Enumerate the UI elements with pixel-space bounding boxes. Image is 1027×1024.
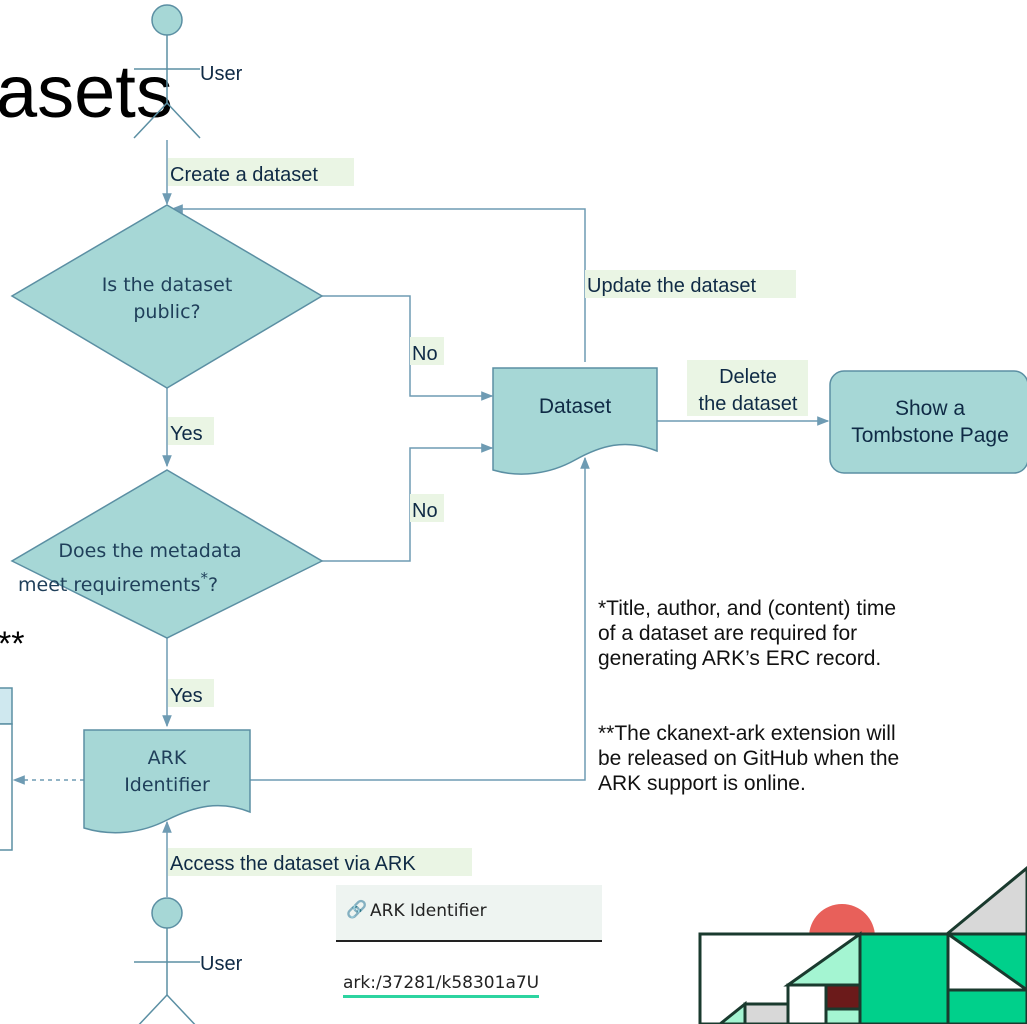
actor-user-bottom: [134, 897, 200, 1024]
ark-node-line1: ARK: [148, 747, 187, 769]
edge-update: [170, 204, 586, 362]
actor-user-top: [133, 4, 201, 139]
dataset-label: Dataset: [539, 395, 612, 418]
edge-label-create: Create a dataset: [168, 158, 354, 186]
note-ckanext-line2: be released on GitHub when the: [598, 747, 900, 770]
edge-label-access-text: Access the dataset via ARK: [170, 853, 416, 875]
decision-public-line1: Is the dataset: [102, 274, 233, 296]
tombstone-line2: Tombstone Page: [851, 424, 1009, 447]
ark-identifier-node: ARK Identifier: [83, 729, 251, 834]
edge-label-yes1-text: Yes: [170, 423, 203, 445]
note-required-fields: *Title, author, and (content) time of a …: [598, 596, 896, 671]
edge-label-update-text: Update the dataset: [587, 275, 756, 297]
edge-label-create-text: Create a dataset: [170, 164, 318, 186]
edge-label-no2-text: No: [412, 500, 438, 522]
ark-identifier-link[interactable]: ark:/37281/k58301a7U: [343, 973, 540, 998]
note-ckanext-ark: **The ckanext-ark extension will be rele…: [598, 721, 899, 796]
logo-graphic: [698, 866, 1027, 1024]
edge-no1: [322, 295, 494, 401]
actor-user-top-label: User: [200, 63, 243, 85]
note-ckanext-line3: ARK support is online.: [598, 772, 806, 795]
edge-label-update: Update the dataset: [585, 270, 796, 298]
decision-metadata-line2-group: meet requirements*?: [18, 569, 218, 596]
edge-label-yes1: Yes: [168, 417, 214, 445]
link-icon: 🔗: [346, 900, 368, 920]
edge-label-delete: Delete the dataset: [687, 360, 808, 416]
ark-node-line2: Identifier: [124, 774, 210, 796]
note-required-line3: generating ARK’s ERC record.: [598, 647, 882, 670]
tombstone-node: Show a Tombstone Page: [829, 370, 1027, 474]
note-required-line1: *Title, author, and (content) time: [598, 597, 897, 620]
edge-label-no1: No: [410, 337, 444, 365]
edge-ark-to-dataset: [250, 456, 590, 781]
tombstone-line1: Show a: [895, 397, 965, 420]
decision-metadata-q: ?: [208, 574, 218, 596]
edge-label-delete-line2: the dataset: [699, 393, 798, 415]
decision-metadata-line1: Does the metadata: [58, 540, 241, 562]
edge-label-delete-line1: Delete: [719, 366, 777, 388]
slide-title-fragment: asets: [0, 50, 173, 133]
decision-metadata-sup: *: [201, 569, 209, 587]
note-required-line2: of a dataset are required for: [598, 622, 858, 645]
decision-metadata: Does the metadata meet requirements*?: [10, 469, 324, 639]
edge-label-yes2: Yes: [168, 679, 214, 707]
decision-metadata-line2: meet requirements: [18, 574, 201, 596]
ark-identifier-widget: 🔗 ARK Identifier: [336, 885, 602, 942]
actor-user-bottom-label: User: [200, 953, 243, 975]
ark-widget-label: ARK Identifier: [370, 901, 487, 921]
edge-label-access: Access the dataset via ARK: [168, 848, 472, 876]
partial-box-left: [0, 687, 13, 851]
dataset-node: Dataset: [492, 367, 658, 475]
stars-fragment: **: [0, 625, 24, 663]
decision-public-line2: public?: [133, 301, 200, 323]
edge-no2: [322, 443, 494, 562]
edge-label-no1-text: No: [412, 343, 438, 365]
decision-public: Is the dataset public?: [10, 204, 324, 389]
edge-label-no2: No: [410, 494, 444, 522]
edge-label-yes2-text: Yes: [170, 685, 203, 707]
note-ckanext-line1: **The ckanext-ark extension will: [598, 722, 896, 745]
